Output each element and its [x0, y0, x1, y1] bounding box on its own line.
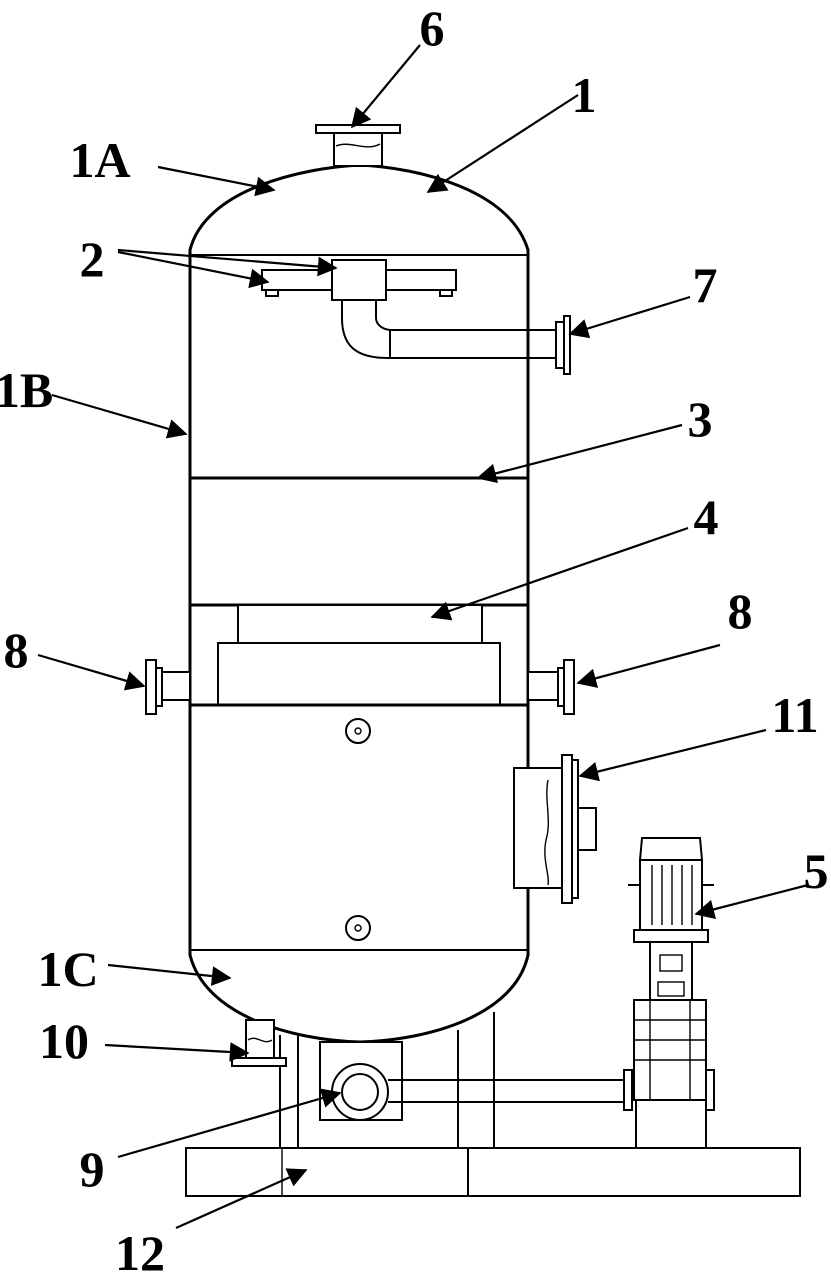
- label-12: 12: [115, 1225, 165, 1281]
- label-5: 5: [804, 843, 829, 899]
- leader-5: [694, 883, 809, 920]
- label-2: 2: [80, 231, 105, 287]
- label-1a: 1A: [69, 132, 130, 188]
- leader-3: [476, 423, 683, 484]
- label-8-left: 8: [4, 622, 29, 678]
- label-11: 11: [771, 687, 818, 743]
- coalescer-element: [188, 603, 530, 707]
- inlet-distributor: [261, 259, 571, 375]
- leader-1c: [107, 963, 232, 986]
- leader-7: [568, 295, 691, 339]
- label-1c: 1C: [37, 941, 98, 997]
- side-nozzle-left: [145, 659, 191, 715]
- leader-8-right: [576, 643, 721, 688]
- label-4: 4: [694, 489, 719, 545]
- leader-1a: [157, 165, 276, 197]
- label-7: 7: [693, 257, 718, 313]
- bottom-drain: [231, 1019, 287, 1067]
- leader-2b: [117, 250, 270, 289]
- leader-arrows: [37, 44, 809, 1230]
- leader-10: [104, 1042, 250, 1062]
- label-8-right: 8: [728, 583, 753, 639]
- leader-6: [350, 44, 421, 129]
- label-10: 10: [39, 1013, 89, 1069]
- leader-12: [175, 1168, 308, 1230]
- sight-port-lower: [345, 915, 371, 941]
- side-nozzle-right: [527, 659, 575, 715]
- leader-2a: [117, 248, 338, 277]
- sight-port-upper: [345, 718, 371, 744]
- leader-8-left: [37, 653, 146, 691]
- label-1: 1: [572, 67, 597, 123]
- leader-4: [430, 526, 689, 621]
- manhole-cover: [513, 754, 597, 904]
- leader-11: [578, 728, 767, 782]
- label-9: 9: [80, 1141, 105, 1197]
- leader-1b: [51, 393, 188, 439]
- leader-1: [426, 94, 579, 193]
- label-3: 3: [688, 391, 713, 447]
- leader-9: [117, 1088, 342, 1159]
- top-outlet-nozzle: [315, 124, 401, 167]
- label-6: 6: [420, 0, 445, 56]
- label-1b: 1B: [0, 362, 53, 418]
- pump-unit: [628, 837, 714, 1149]
- base-skid: [185, 1147, 801, 1197]
